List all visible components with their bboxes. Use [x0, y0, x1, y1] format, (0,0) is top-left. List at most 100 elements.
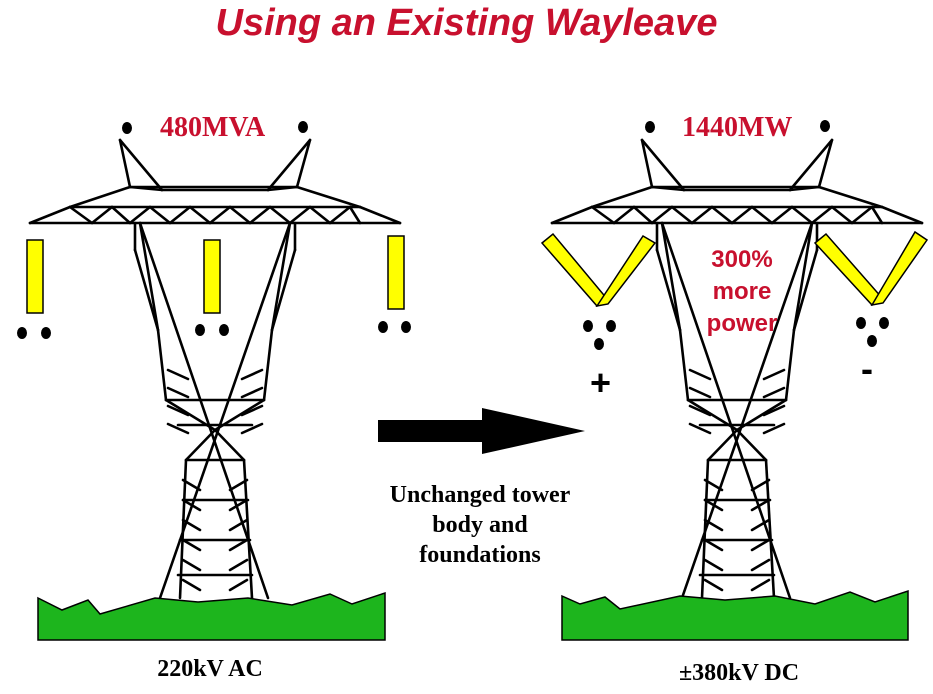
tower-member	[830, 205, 854, 225]
tower-member	[688, 422, 712, 435]
tower-member	[270, 248, 297, 332]
tower-member	[228, 518, 249, 532]
tower-member	[118, 138, 164, 192]
tower-member	[295, 138, 312, 189]
tower-member	[110, 205, 132, 225]
negative-pole-symbol: -	[861, 348, 873, 389]
tower-member	[166, 404, 190, 417]
tower-member	[688, 368, 712, 381]
tower-member	[640, 138, 686, 192]
tower-member	[706, 428, 739, 462]
tower-member	[762, 404, 786, 417]
tower-member	[750, 518, 771, 532]
tower-member	[660, 221, 792, 600]
tower-member	[550, 205, 594, 225]
tower-member	[208, 205, 232, 225]
tower-member	[184, 428, 217, 462]
tower-member	[188, 205, 212, 225]
tower-member	[181, 538, 202, 552]
tower-member	[266, 185, 299, 192]
tower-member	[750, 578, 771, 592]
tower-member	[358, 205, 402, 225]
tower-member	[228, 558, 249, 572]
tower-member	[228, 205, 252, 225]
tower-member	[228, 498, 249, 512]
tower-member	[703, 478, 724, 492]
unchanged-tower-note: Unchanged tower body and foundations	[360, 480, 600, 570]
tower-member	[788, 185, 821, 192]
tower-member	[590, 185, 654, 209]
tower-member	[703, 578, 724, 592]
tower-member	[762, 386, 786, 399]
right-tower	[550, 138, 924, 600]
tower-member	[788, 138, 834, 192]
tower-member	[68, 185, 132, 209]
positive-pole-symbol: +	[590, 362, 612, 403]
tower-member	[792, 221, 814, 332]
left-rating: 480MVA	[160, 112, 266, 143]
tower-member	[133, 248, 160, 332]
tower-member	[762, 368, 786, 381]
tower-member	[262, 328, 274, 402]
right-insulators	[540, 230, 929, 308]
tower-member	[308, 205, 332, 225]
tower-member	[228, 538, 249, 552]
tower-member	[181, 478, 202, 492]
tower-member	[240, 386, 264, 399]
tower-member	[156, 328, 168, 402]
tower-member	[348, 205, 362, 225]
tower-member	[270, 221, 292, 332]
note-line: 300%	[711, 246, 773, 273]
right-caption: ±380kV DC	[678, 660, 800, 686]
tower-member	[138, 221, 270, 600]
tower-member	[784, 328, 796, 402]
tower-member	[164, 398, 217, 432]
tower-member	[166, 386, 190, 399]
tower-member	[688, 404, 712, 417]
tower-member	[750, 478, 771, 492]
tower-member	[128, 185, 164, 192]
tower-member	[670, 205, 694, 225]
tower-member	[660, 221, 682, 332]
tower-member	[792, 248, 819, 332]
tower-member	[590, 205, 616, 225]
tower-member	[166, 368, 190, 381]
tower-member	[650, 185, 686, 192]
tower-member	[703, 558, 724, 572]
tower-member	[128, 205, 152, 225]
left-caption: 220kV AC	[157, 656, 263, 682]
tower-member	[248, 205, 272, 225]
tower-member	[328, 205, 352, 225]
page-title: Using an Existing Wayleave	[215, 2, 718, 44]
tower-member	[640, 138, 654, 189]
note-line: more	[712, 278, 772, 305]
left-tower	[28, 138, 402, 600]
tower-member	[148, 205, 172, 225]
tower-member	[710, 205, 734, 225]
tower-member	[240, 368, 264, 381]
left-conductors	[17, 121, 411, 339]
tower-member	[688, 386, 712, 399]
tower-member	[655, 248, 682, 332]
tower-member	[168, 205, 192, 225]
tower-member	[810, 205, 834, 225]
left-insulators	[26, 235, 405, 314]
tower-member	[68, 205, 94, 225]
tower-member	[750, 538, 771, 552]
tower-member	[181, 498, 202, 512]
tower-member	[703, 498, 724, 512]
tower-member	[138, 221, 160, 332]
tower-member	[268, 205, 292, 225]
tower-member	[28, 205, 72, 225]
tower-member	[703, 538, 724, 552]
note-line: Unchanged tower	[389, 482, 571, 508]
note-line: foundations	[419, 542, 541, 568]
tower-member	[686, 398, 739, 432]
tower-member	[288, 205, 312, 225]
tower-member	[181, 518, 202, 532]
tower-member	[690, 205, 714, 225]
tower-member	[750, 205, 774, 225]
right-conductors	[583, 120, 889, 350]
